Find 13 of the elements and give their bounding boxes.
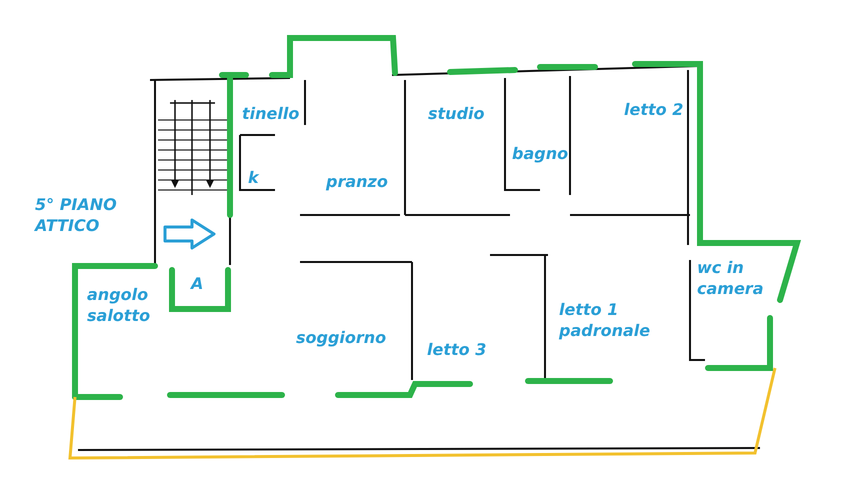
room-label: letto 3: [427, 340, 486, 361]
room-label: soggiorno: [296, 328, 386, 349]
room-label: 5° PIANO ATTICO: [35, 195, 118, 237]
room-label: angolo salotto: [87, 285, 152, 327]
room-label: k: [248, 168, 259, 189]
room-label: letto 1 padronale: [559, 300, 652, 342]
room-label: bagno: [512, 144, 568, 165]
room-label: tinello: [242, 104, 300, 125]
room-label: A: [191, 274, 204, 295]
room-label: studio: [428, 104, 484, 125]
room-label: wc in camera: [697, 258, 764, 300]
room-label: letto 2: [624, 100, 684, 121]
room-label: pranzo: [326, 172, 388, 193]
